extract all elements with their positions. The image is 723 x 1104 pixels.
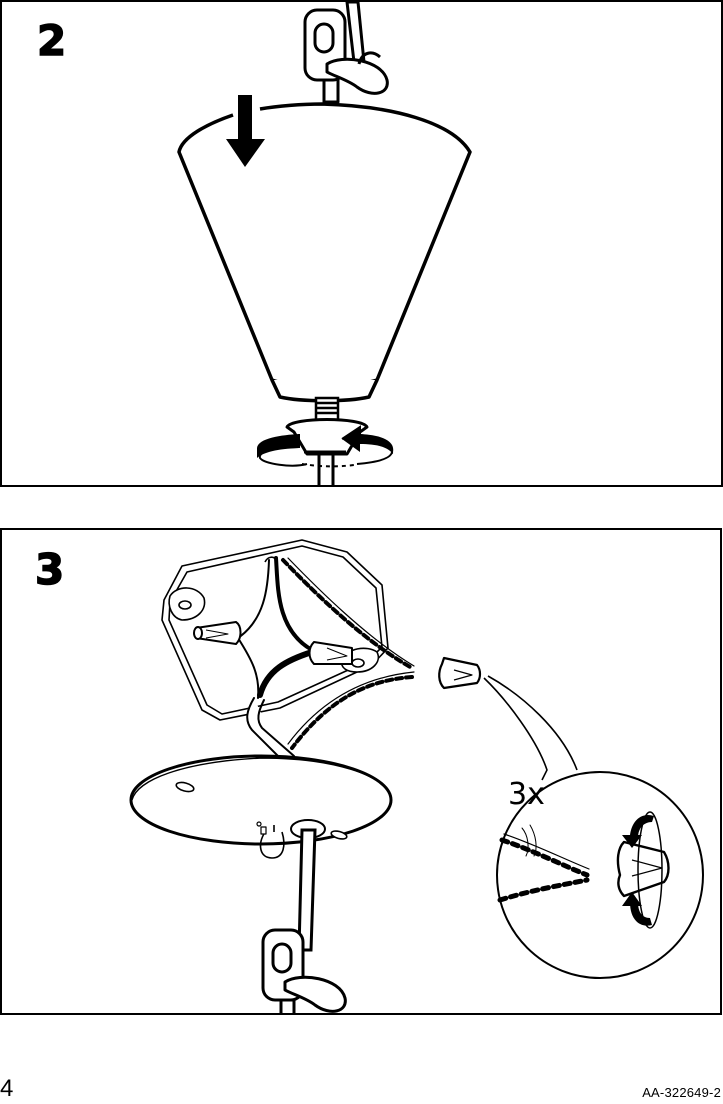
- page-number: 4: [0, 1075, 14, 1102]
- down-arrow-icon: [226, 95, 265, 167]
- cord: [297, 828, 317, 952]
- step-number: 3: [34, 545, 65, 594]
- step-2-panel: 2: [0, 0, 723, 487]
- step-3-panel: 3: [0, 528, 722, 1015]
- cord-hook-icon: [261, 928, 347, 1013]
- lampshade-cone: [177, 102, 472, 403]
- quantity-label: 3x: [508, 777, 545, 812]
- step-number: 2: [36, 16, 67, 65]
- wire-nut-icon: [193, 621, 353, 665]
- twist-arrow-icon: [622, 814, 654, 926]
- article-code: AA-322649-2: [642, 1085, 721, 1100]
- junction-box-icon: [161, 539, 389, 721]
- cord-hook-icon: [303, 2, 389, 104]
- step-2-illustration: [177, 2, 472, 485]
- threaded-rod: [314, 396, 340, 422]
- lock-ring: [285, 418, 369, 485]
- detail-wires: [497, 824, 590, 903]
- wire-nut-icon: [438, 656, 482, 690]
- detail-wire-nut: [616, 811, 670, 929]
- rotate-arrow-icon: [257, 425, 394, 468]
- box-wires: [237, 556, 415, 763]
- ceiling-canopy-icon: [129, 754, 393, 859]
- magnify-callout-icon: [483, 675, 704, 979]
- step-3-illustration: [129, 539, 704, 1013]
